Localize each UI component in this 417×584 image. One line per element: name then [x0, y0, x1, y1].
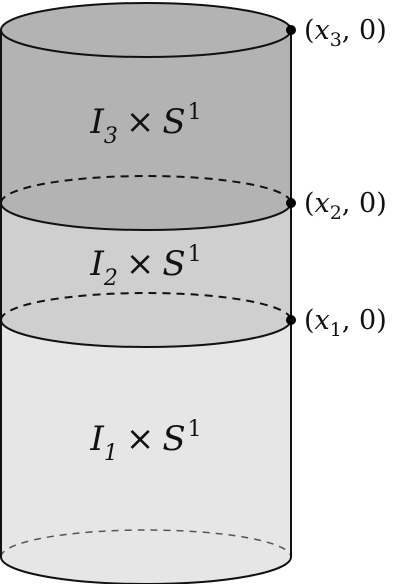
label-x3: (x3, 0) [304, 15, 387, 51]
point-x2-dot [286, 198, 296, 208]
label-i1: I1×S1 [89, 417, 201, 466]
region-i3-body [1, 30, 291, 230]
front-edge-bottom [0, 556, 292, 584]
region-i2-body [1, 203, 291, 347]
region-i1-body [1, 320, 291, 584]
point-x3-dot [286, 25, 296, 35]
hidden-edge-x1 [0, 292, 292, 321]
top-cap [0, 2, 292, 58]
label-i3: I3×S1 [89, 100, 201, 149]
label-i2: I2×S1 [89, 242, 201, 291]
front-edge-x1 [0, 319, 292, 348]
label-x2: (x2, 0) [304, 188, 387, 224]
point-x1-dot [286, 315, 296, 325]
label-x1: (x1, 0) [304, 305, 387, 341]
hidden-edge-x2 [0, 175, 292, 204]
front-edge-x2 [0, 202, 292, 231]
